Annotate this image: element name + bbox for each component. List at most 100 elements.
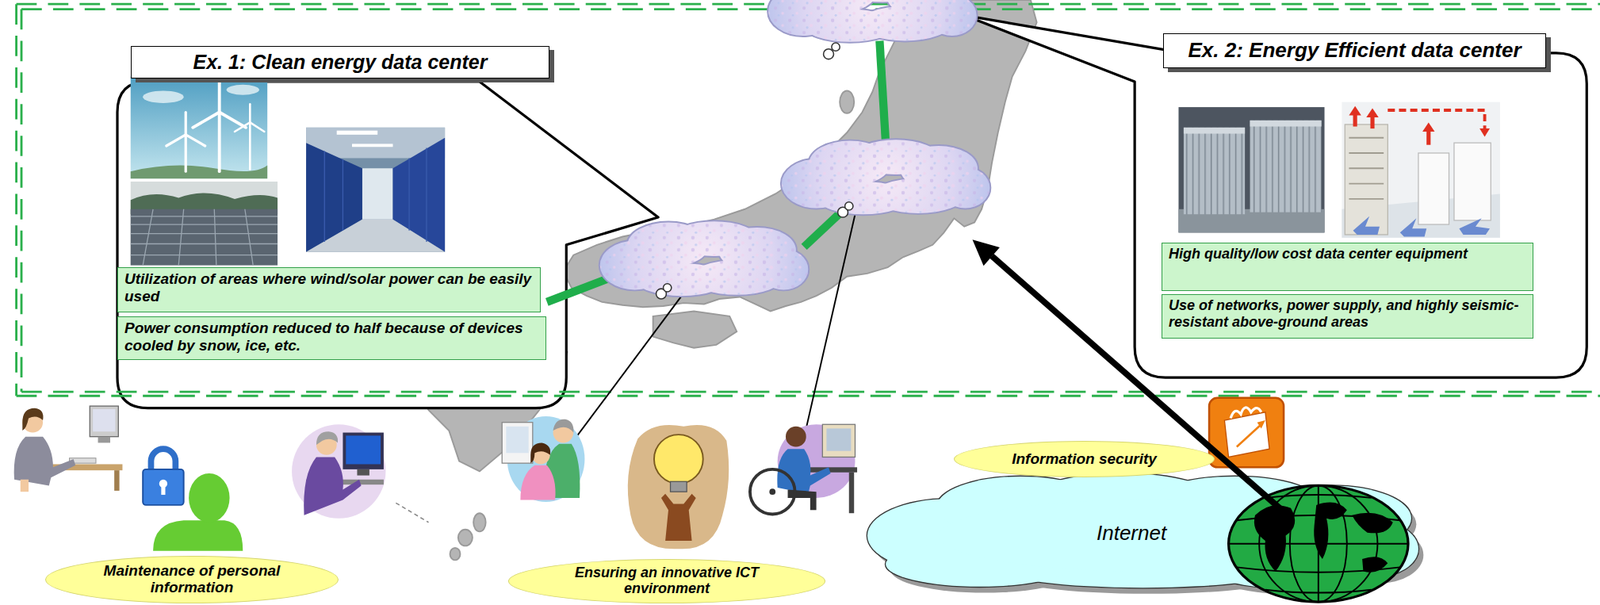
office-worker-icon <box>89 405 119 437</box>
leader-line <box>395 502 429 522</box>
wind-turbine-photo <box>218 112 222 173</box>
accessibility-icon <box>806 466 858 472</box>
topic-ellipse: Information security <box>953 440 1215 478</box>
innovation-icon <box>677 501 680 503</box>
privacy-icon <box>153 520 243 552</box>
thought-bubble <box>656 42 854 299</box>
airflow-photo <box>1353 216 1490 238</box>
server-room-photo <box>408 157 410 230</box>
data-center-cloud <box>600 221 809 296</box>
wind-turbine-photo <box>142 91 184 104</box>
user-pair-icon <box>505 426 529 453</box>
privacy-icon <box>160 485 165 495</box>
user-icon <box>316 431 338 445</box>
airflow-photo <box>1348 137 1384 139</box>
data-center-cloud <box>768 0 977 43</box>
airflow-photo <box>1454 142 1491 221</box>
airflow-photo <box>1400 218 1427 237</box>
security-icon <box>1257 420 1266 429</box>
accessibility-icon <box>849 472 854 513</box>
office-worker-icon <box>92 409 115 432</box>
thought-bubble <box>663 283 672 292</box>
access-arrow <box>972 239 1000 266</box>
office-worker-icon <box>22 408 43 431</box>
user-pair-icon <box>520 465 556 501</box>
internet-cloud: Internet <box>867 479 1419 587</box>
callout-panel: Ex. 1: Clean energy data centerUtilizati… <box>117 81 567 409</box>
solar-panel-photo <box>130 215 278 217</box>
airflow-photo <box>1422 122 1435 132</box>
feature-text: High quality/low cost data center equipm… <box>1168 245 1527 263</box>
dashed-frame <box>16 394 1600 398</box>
feature-box: High quality/low cost data center equipm… <box>1161 242 1534 291</box>
security-icon <box>1236 424 1262 447</box>
airflow-photo <box>1348 152 1384 154</box>
thought-bubble <box>831 42 840 51</box>
network-link <box>803 214 839 247</box>
accessibility-icon <box>785 426 807 448</box>
feature-box: Power consumption reduced to half becaus… <box>117 316 547 360</box>
topic-ellipse: Ensuring an innovative ICT environment <box>508 558 826 604</box>
innovation-icon <box>661 493 697 541</box>
innovation-icon <box>654 434 704 484</box>
feature-box: Utilization of areas where wind/solar po… <box>117 267 541 313</box>
data-center-cloud <box>600 0 991 296</box>
wind-turbine-photo <box>226 84 260 96</box>
airflow-photo <box>1348 183 1384 185</box>
globe-icon <box>1236 566 1401 572</box>
security-icon <box>1230 407 1262 419</box>
accessibility-icon <box>777 424 856 498</box>
server-room-photo <box>336 130 378 135</box>
accessibility-icon <box>750 469 796 515</box>
solar-panel-photo <box>214 209 217 266</box>
user-icon <box>345 435 381 464</box>
topic-label: Maintenance of personal information <box>80 562 303 597</box>
privacy-icon <box>150 448 176 471</box>
airflow-photo <box>1370 116 1375 129</box>
feature-text: Utilization of areas where wind/solar po… <box>124 270 534 306</box>
dashed-frame <box>16 3 1600 396</box>
airflow-photo <box>1366 107 1378 118</box>
user-icon <box>356 469 369 476</box>
rack-photo <box>1250 120 1322 213</box>
leader-line <box>576 295 682 437</box>
globe-icon <box>1228 485 1409 602</box>
server-room-photo <box>425 148 427 242</box>
leader-line <box>576 214 855 437</box>
wind-turbine-photo <box>184 134 188 172</box>
privacy-icon <box>142 469 184 506</box>
server-room-photo <box>306 219 445 253</box>
topic-label: Information security <box>1011 451 1157 468</box>
wind-turbine-photo <box>130 76 268 180</box>
accessibility-icon <box>777 448 831 494</box>
thought-bubble <box>845 202 854 211</box>
innovation-icon <box>627 424 729 549</box>
globe-icon <box>1265 494 1372 498</box>
server-room-photo <box>306 127 445 253</box>
airflow-photo <box>1344 124 1388 235</box>
security-icon <box>1224 412 1270 458</box>
airflow-photo <box>1348 198 1384 200</box>
solar-panel-photo <box>130 243 278 245</box>
japan-map <box>458 529 473 547</box>
rack-photo <box>1183 127 1245 215</box>
server-room-photo <box>306 127 445 253</box>
globe-icon <box>1228 543 1409 545</box>
accessibility-icon <box>822 424 855 457</box>
callout-heading: Ex. 1: Clean energy data center <box>130 45 550 79</box>
airflow-photo <box>1348 106 1435 146</box>
topic-ellipse: Maintenance of personal information <box>45 555 339 604</box>
feature-text: Use of networks, power supply, and highl… <box>1168 297 1527 330</box>
user-icon <box>291 424 386 518</box>
solar-panel-photo <box>178 209 184 266</box>
server-room-photo <box>352 143 393 147</box>
user-icon <box>291 424 386 518</box>
globe-icon <box>1265 589 1372 594</box>
user-pair-icon <box>530 442 551 464</box>
airflow-photo <box>1418 153 1450 225</box>
cloud-label: Internet <box>1096 520 1167 546</box>
office-worker-icon <box>98 436 111 444</box>
feature-box: Use of networks, power supply, and highl… <box>1161 294 1534 339</box>
accessibility-icon <box>750 424 858 514</box>
